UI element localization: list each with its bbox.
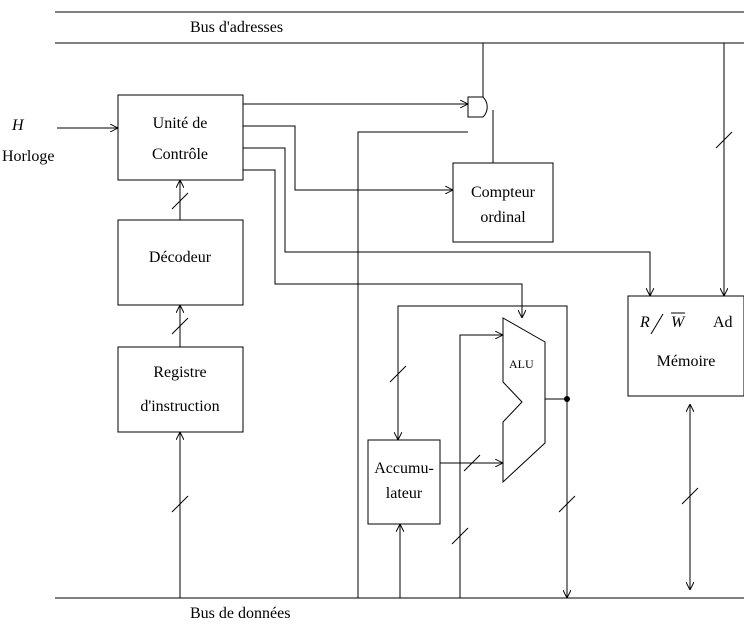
control-lines [243, 104, 650, 598]
address-bus: Bus d'adresses [55, 11, 744, 44]
accumulator-label-1: Accumu- [374, 460, 434, 477]
left-column-links [171, 180, 189, 598]
clock-label: Horloge [2, 148, 54, 165]
alu: ALU [502, 317, 546, 484]
alu-label: ALU [509, 357, 534, 371]
accumulator: Accumu- lateur [367, 439, 441, 525]
clock-symbol: H [11, 117, 25, 134]
accumulator-label-2: lateur [386, 485, 423, 502]
control-unit-label-2: Contrôle [152, 146, 208, 163]
clock-input: H Horloge [2, 117, 118, 165]
data-bus: Bus de données [55, 597, 744, 622]
memory: R W Ad Mémoire [627, 295, 744, 590]
program-counter-label-1: Compteur [471, 184, 536, 201]
instruction-register-label-1: Registre [153, 364, 206, 381]
memory-write-label: W [671, 314, 686, 331]
memory-address-label: Ad [713, 314, 733, 331]
address-to-memory [715, 43, 733, 296]
instruction-register: Registre d'instruction [117, 346, 244, 433]
data-bus-label: Bus de données [190, 605, 290, 622]
control-unit-label-1: Unité de [153, 115, 208, 132]
decoder-label: Décodeur [149, 249, 212, 266]
control-unit: Unité de Contrôle [117, 94, 244, 181]
instruction-register-label-2: d'instruction [140, 398, 219, 415]
program-counter-label-2: ordinal [480, 209, 526, 226]
program-counter: Compteur ordinal [452, 110, 554, 243]
datapath [389, 305, 576, 598]
memory-read-label: R [639, 314, 650, 331]
and-gate [467, 43, 488, 118]
decoder: Décodeur [117, 219, 244, 306]
memory-label: Mémoire [657, 353, 716, 370]
address-bus-label: Bus d'adresses [190, 19, 283, 36]
